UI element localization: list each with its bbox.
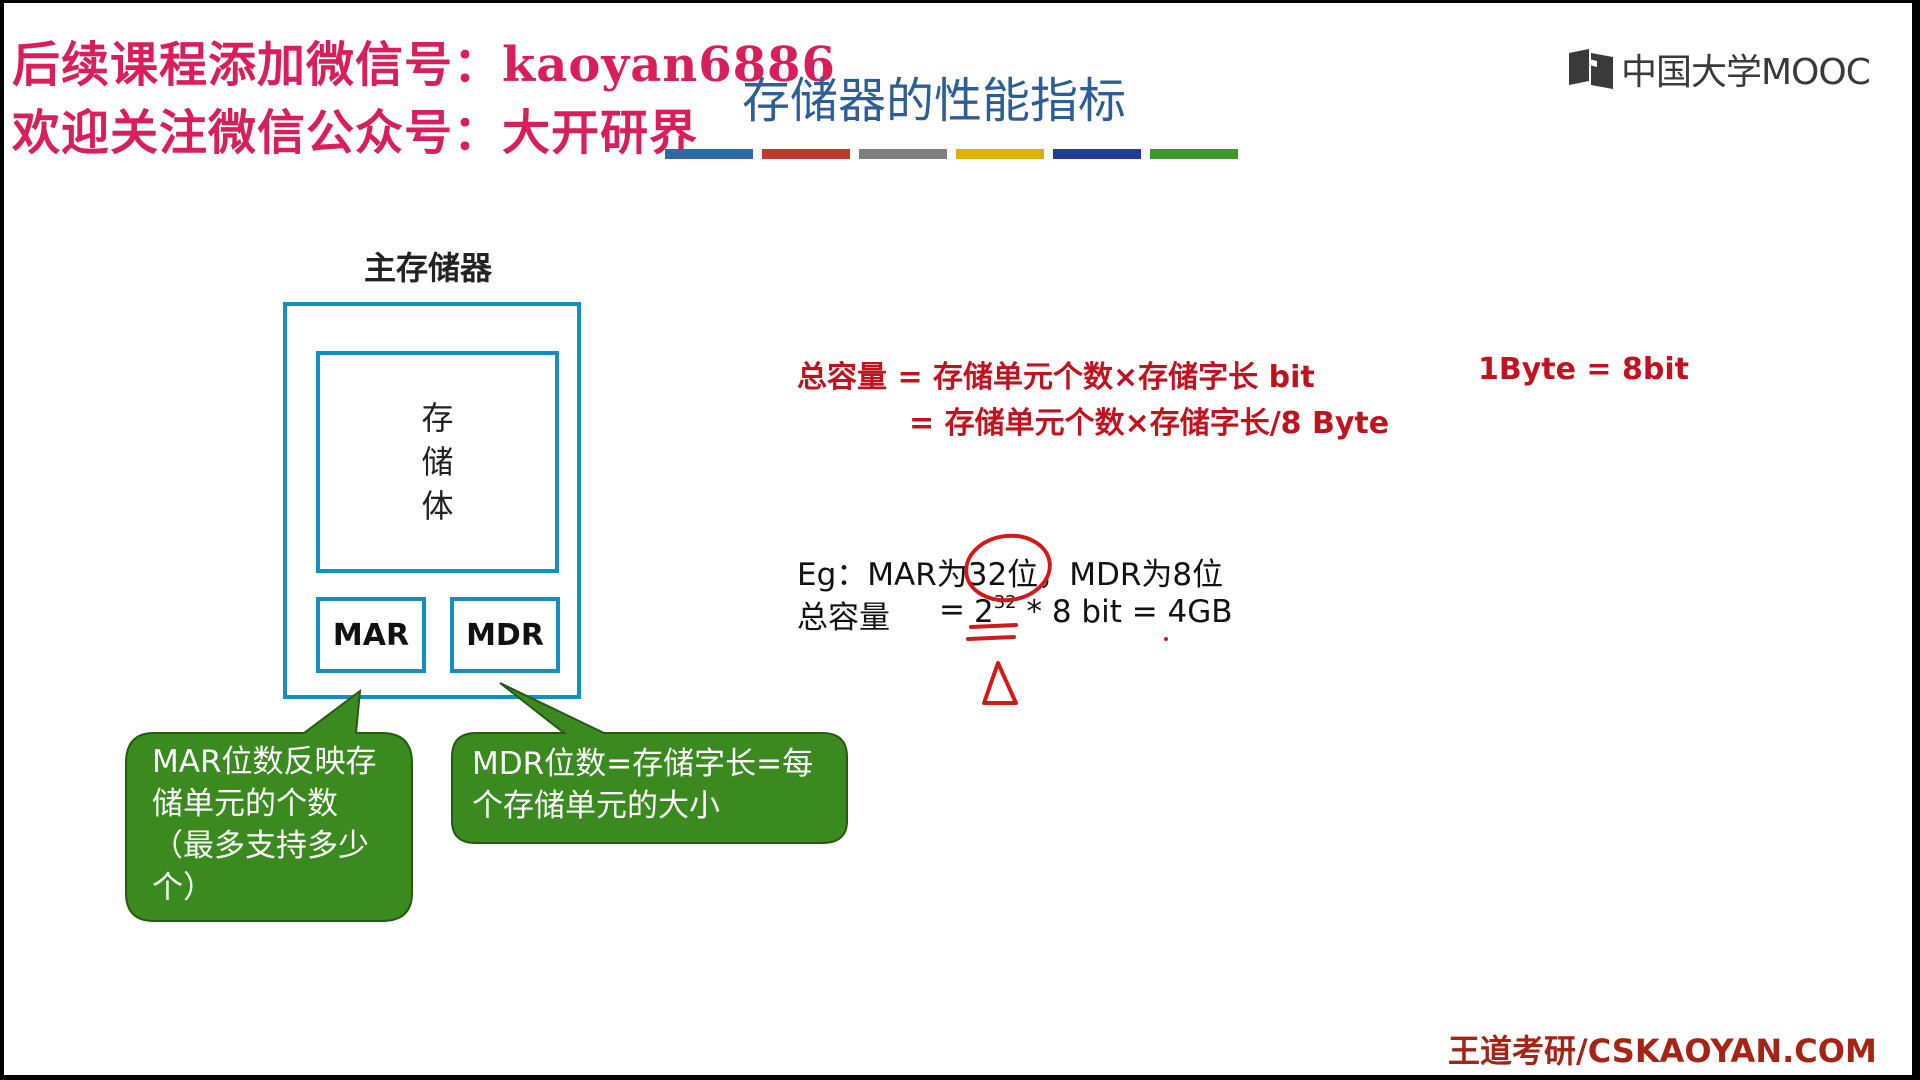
footer-brand: 王道考研/CSKAOYAN.COM bbox=[1448, 1032, 1877, 1070]
storage-body-label: 存储体 bbox=[421, 399, 454, 525]
callout-shapes bbox=[125, 682, 848, 922]
triangle-annotation bbox=[982, 661, 1018, 705]
underline-annotation-2 bbox=[966, 635, 1016, 641]
title-bar-3 bbox=[859, 149, 947, 159]
mar-register-box: MAR bbox=[316, 597, 426, 673]
mar-callout-text: MAR位数反映存储单元的个数（最多支持多少个） bbox=[152, 744, 377, 906]
example-suffix: ，MDR为8位 bbox=[1038, 557, 1224, 593]
title-bar-6 bbox=[1150, 149, 1238, 159]
byte-conversion-note: 1Byte = 8bit bbox=[1478, 352, 1689, 387]
mdr-callout-bubble bbox=[451, 682, 848, 844]
main-memory-box bbox=[283, 302, 581, 699]
example-prefix: Eg：MAR为 bbox=[797, 557, 968, 593]
circle-annotation bbox=[964, 533, 1052, 603]
brand-logo: 中国大学MOOC bbox=[1567, 43, 1871, 95]
total-capacity-label: 总容量 bbox=[797, 600, 890, 636]
capacity-formula-bit: 总容量 = 存储单元个数×存储字长 bit bbox=[797, 360, 1315, 395]
power-exponent: 32 bbox=[993, 592, 1017, 613]
title-bar-5 bbox=[1053, 149, 1141, 159]
example-highlight: 32位 bbox=[967, 557, 1039, 593]
mdr-callout-text: MDR位数=存储字长=每个存储单元的大小 bbox=[472, 746, 814, 824]
main-memory-label: 主存储器 bbox=[364, 249, 493, 287]
equals-sign: = bbox=[939, 592, 965, 628]
capacity-expression: 232 * 8 bit = 4GB bbox=[974, 592, 1233, 630]
watermark-line-2: 欢迎关注微信公众号：大开研界 bbox=[12, 105, 699, 161]
title-color-bars bbox=[665, 149, 1238, 159]
book-icon bbox=[1569, 49, 1613, 89]
expression-rest: * 8 bit = 4GB bbox=[1016, 594, 1233, 630]
slide-title: 存储器的性能指标 bbox=[742, 73, 1127, 129]
capacity-formula-byte: = 存储单元个数×存储字长/8 Byte bbox=[909, 406, 1390, 441]
power-base: 2 bbox=[974, 594, 994, 630]
storage-body-box: 存储体 bbox=[316, 351, 559, 573]
mdr-register-box: MDR bbox=[450, 597, 560, 673]
title-bar-2 bbox=[762, 149, 850, 159]
dot-annotation bbox=[1164, 637, 1168, 641]
watermark-line-1: 后续课程添加微信号：kaoyan6886 bbox=[12, 37, 836, 93]
mar-callout-bubble bbox=[125, 688, 413, 922]
brand-name: 中国大学MOOC bbox=[1621, 52, 1871, 93]
title-bar-4 bbox=[956, 149, 1044, 159]
title-bar-1 bbox=[665, 149, 753, 159]
handwritten-annotations bbox=[964, 533, 1168, 705]
example-line: Eg：MAR为32位，MDR为8位 bbox=[797, 549, 1223, 594]
slide-canvas: 后续课程添加微信号：kaoyan6886 欢迎关注微信公众号：大开研界 存储器的… bbox=[4, 3, 1912, 1075]
underline-annotation-1 bbox=[969, 623, 1018, 629]
